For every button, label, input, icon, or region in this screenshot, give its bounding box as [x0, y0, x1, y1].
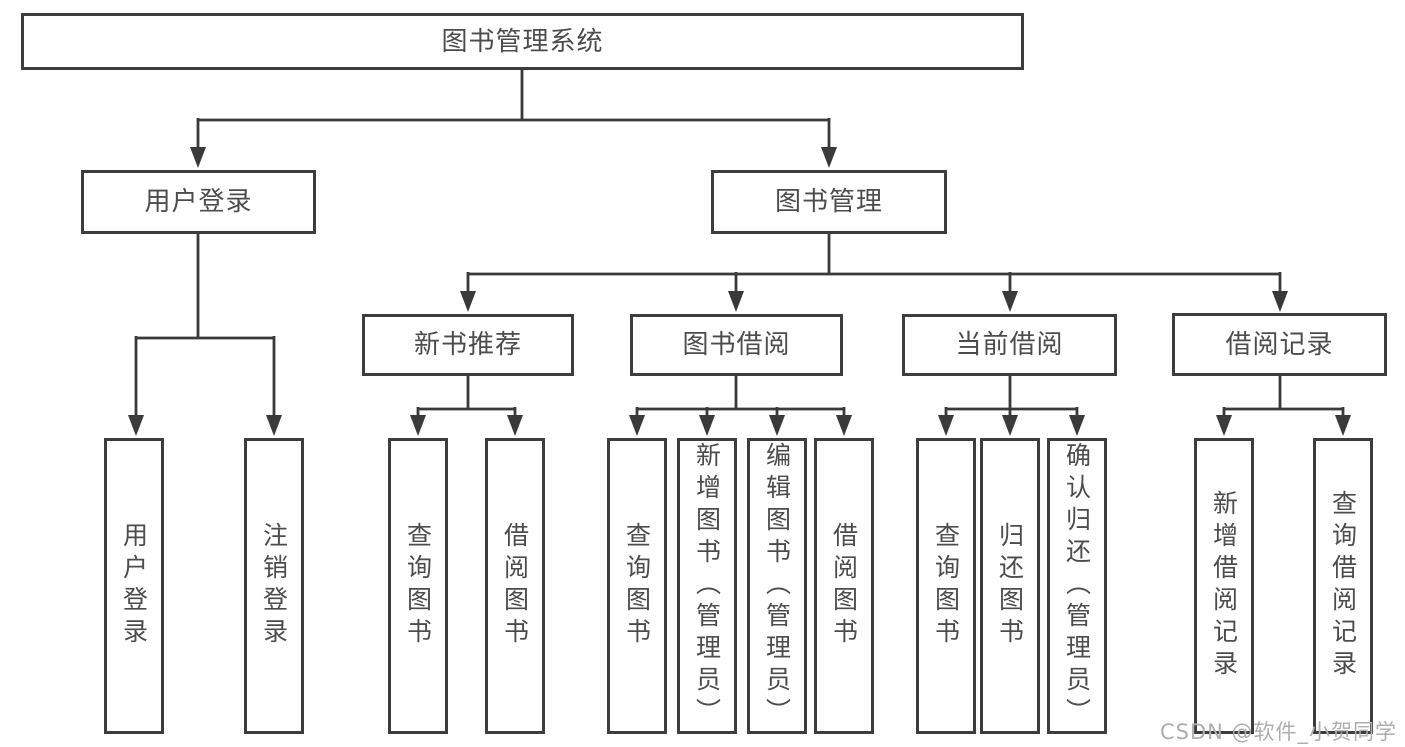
- leaf-query-borrow-record: 查询借阅记录: [1313, 438, 1373, 734]
- leaf-confirm-return-admin: 确认归还（管理员）: [1047, 438, 1107, 734]
- arrowheads: [128, 147, 1351, 436]
- leaf-edit-books-admin: 编辑图书（管理员）: [747, 438, 807, 734]
- node-book-borrowing: 图书借阅: [630, 314, 843, 376]
- leaf-query-borrow-record-label: 查询借阅记录: [1328, 490, 1358, 682]
- tree-edges: [134, 70, 1345, 420]
- leaf-borrow-books-borrowing: 借阅图书: [814, 438, 874, 734]
- node-new-book-recommend-label: 新书推荐: [413, 330, 522, 360]
- leaf-edit-books-admin-label: 编辑图书（管理员）: [762, 442, 792, 730]
- leaf-user-login: 用户登录: [104, 438, 164, 734]
- node-current-borrowing-label: 当前借阅: [955, 330, 1064, 360]
- node-root-label: 图书管理系统: [441, 26, 604, 57]
- node-new-book-recommend: 新书推荐: [362, 314, 574, 376]
- leaf-query-books-recommend-label: 查询图书: [403, 522, 433, 650]
- node-user-login-label: 用户登录: [144, 187, 253, 217]
- node-book-management: 图书管理: [711, 170, 947, 234]
- watermark: CSDN @软件_小贺同学: [1160, 720, 1398, 744]
- leaf-query-books-borrowing-label: 查询图书: [622, 522, 652, 650]
- leaf-query-books-recommend: 查询图书: [388, 438, 448, 734]
- leaf-borrow-books-recommend: 借阅图书: [485, 438, 545, 734]
- leaf-add-books-admin: 新增图书（管理员）: [677, 438, 737, 734]
- node-book-borrowing-label: 图书借阅: [682, 330, 791, 360]
- node-current-borrowing: 当前借阅: [902, 314, 1117, 376]
- leaf-return-books: 归还图书: [980, 438, 1040, 734]
- leaf-query-books-borrowing: 查询图书: [607, 438, 667, 734]
- node-root: 图书管理系统: [21, 13, 1024, 70]
- node-borrowing-records: 借阅记录: [1172, 313, 1387, 376]
- leaf-user-login-label: 用户登录: [119, 522, 149, 650]
- leaf-add-books-admin-label: 新增图书（管理员）: [692, 442, 722, 730]
- node-borrowing-records-label: 借阅记录: [1225, 329, 1334, 360]
- node-user-login: 用户登录: [81, 170, 316, 234]
- leaf-return-books-label: 归还图书: [995, 522, 1025, 650]
- leaf-query-books-current: 查询图书: [916, 438, 976, 734]
- leaf-add-borrow-record: 新增借阅记录: [1194, 438, 1254, 734]
- leaf-confirm-return-admin-label: 确认归还（管理员）: [1062, 442, 1092, 730]
- leaf-logout-label: 注销登录: [259, 522, 289, 650]
- leaf-add-borrow-record-label: 新增借阅记录: [1209, 490, 1239, 682]
- leaf-logout: 注销登录: [244, 438, 304, 734]
- leaf-borrow-books-recommend-label: 借阅图书: [500, 522, 530, 650]
- node-book-management-label: 图书管理: [774, 187, 883, 217]
- leaf-borrow-books-borrowing-label: 借阅图书: [829, 522, 859, 650]
- leaf-query-books-current-label: 查询图书: [931, 522, 961, 650]
